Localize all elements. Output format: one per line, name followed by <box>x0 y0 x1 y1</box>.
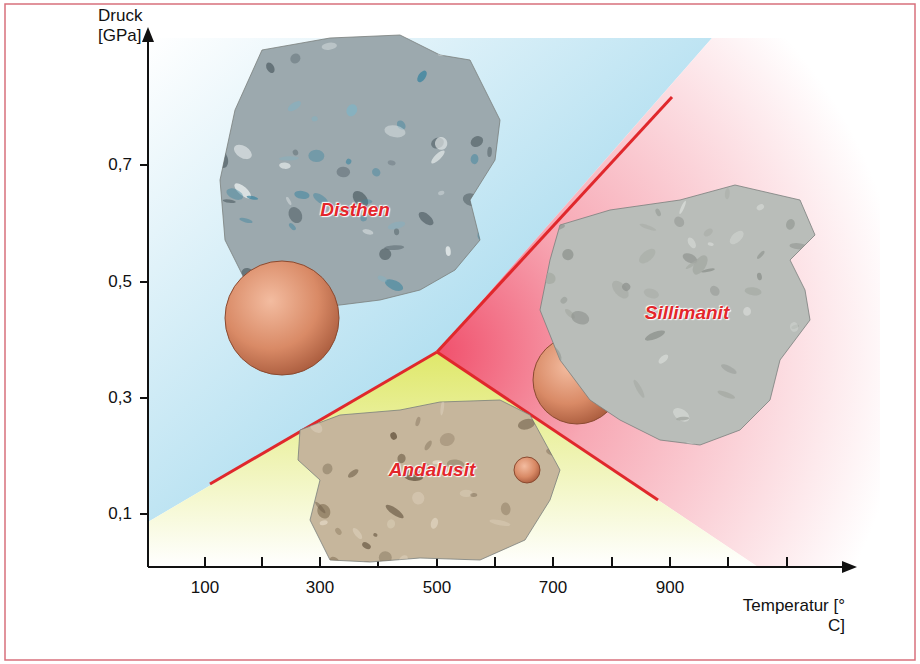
tick-label: 0,1 <box>108 504 132 524</box>
frame <box>5 4 915 660</box>
rock-outline <box>290 396 570 568</box>
mineral-specimen: Andalusit <box>290 396 570 568</box>
tick-label: 100 <box>191 578 219 598</box>
tick-label: 0,5 <box>108 272 132 292</box>
tick-label: 300 <box>306 578 334 598</box>
mineral-specimen: Sillimanit <box>530 180 820 450</box>
mineral-name: Andalusit <box>389 459 476 481</box>
tick-label: 700 <box>539 578 567 598</box>
tick-label: 500 <box>423 578 451 598</box>
tick-label: 0,3 <box>108 388 132 408</box>
axis-arrow <box>142 27 154 42</box>
mineral-specimen: Disthen <box>215 30 510 380</box>
tick-label: 900 <box>656 578 684 598</box>
axis-title: Druck [GPa] <box>98 6 150 47</box>
tick-label: 0,7 <box>108 155 132 175</box>
coin <box>514 457 540 483</box>
axis-title: Temperatur [° C] <box>733 596 845 637</box>
coin <box>225 261 339 375</box>
mineral-name: Disthen <box>320 199 390 221</box>
mineral-name: Sillimanit <box>645 302 729 324</box>
axis-arrow <box>842 561 857 573</box>
